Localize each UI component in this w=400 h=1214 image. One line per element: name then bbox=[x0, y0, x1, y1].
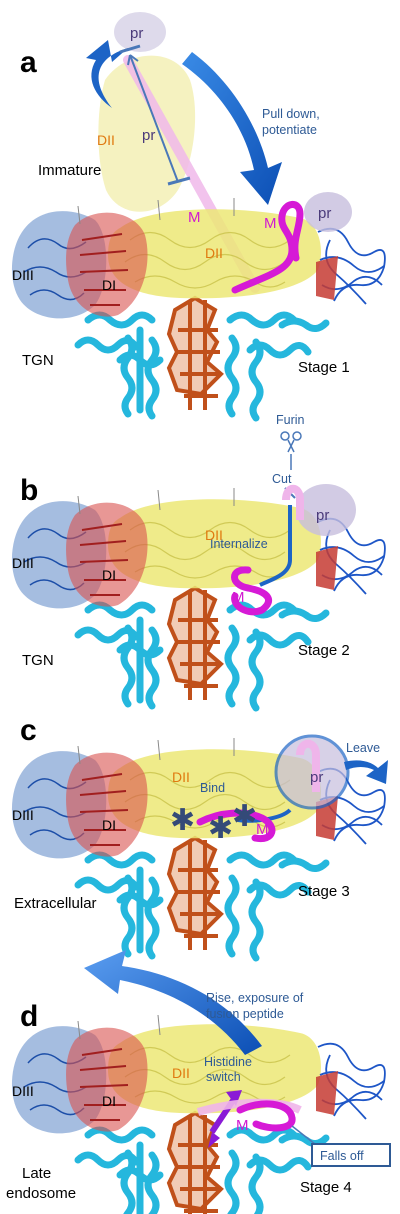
stage-label-a: Stage 1 bbox=[298, 359, 350, 376]
panel-letter-a: a bbox=[20, 46, 37, 79]
compartment-label-d1: Late bbox=[22, 1165, 51, 1182]
diii-label-d: DIII bbox=[12, 1083, 34, 1099]
leave-label: Leave bbox=[346, 741, 380, 755]
stage-label-d: Stage 4 bbox=[300, 1179, 352, 1196]
annotation-pull-down: Pull down, bbox=[262, 107, 320, 121]
pr-label-top: pr bbox=[130, 25, 143, 42]
dii-label: DII bbox=[205, 245, 223, 261]
falls-off-label: Falls off bbox=[320, 1149, 364, 1163]
rise-label-1: Rise, exposure of bbox=[206, 991, 304, 1005]
switch-label: switch bbox=[206, 1070, 241, 1084]
di-label-c: DI bbox=[102, 817, 116, 833]
m-label-right: M bbox=[264, 215, 277, 232]
panel-a: pr pr DII Immature Pull down, potentiate… bbox=[12, 12, 385, 418]
compartment-label-c: Extracellular bbox=[14, 895, 97, 912]
annotation-potentiate: potentiate bbox=[262, 123, 317, 137]
panel-b: pr Furin Cut M Internalize DII DIII DI b… bbox=[12, 413, 385, 708]
m-label-c: M bbox=[256, 821, 269, 838]
di-label-b: DI bbox=[102, 567, 116, 583]
bind-label: Bind bbox=[200, 781, 225, 795]
dii-label-top: DII bbox=[97, 132, 115, 148]
pr-label-right: pr bbox=[318, 205, 331, 222]
panel-c: pr Leave M ✱ ✱ ✱ Bind DII DIII DI c Extr… bbox=[12, 714, 388, 958]
falls-off-box bbox=[311, 1143, 391, 1167]
panel-letter-d: d bbox=[20, 1000, 38, 1033]
internalize-label: Internalize bbox=[210, 537, 268, 551]
dii-label-b: DII bbox=[205, 527, 223, 543]
panel-d: Rise, exposure of fusion peptide M Histi… bbox=[6, 950, 391, 1214]
stage-label-c: Stage 3 bbox=[298, 883, 350, 900]
m-label-b: M bbox=[232, 589, 245, 606]
compartment-label-a: TGN bbox=[22, 352, 54, 369]
star-icon: ✱ bbox=[232, 800, 257, 833]
pr-label-right-c: pr bbox=[310, 769, 323, 786]
histidine-label: Histidine bbox=[204, 1055, 252, 1069]
m-label-d: M bbox=[236, 1117, 249, 1134]
dii-label-d: DII bbox=[172, 1065, 190, 1081]
panel-letter-b: b bbox=[20, 474, 38, 507]
di-label-d: DI bbox=[102, 1093, 116, 1109]
panel-letter-c: c bbox=[20, 714, 37, 747]
di-label: DI bbox=[102, 277, 116, 293]
stage-label-b: Stage 2 bbox=[298, 642, 350, 659]
compartment-label-d2: endosome bbox=[6, 1185, 76, 1202]
pr-label-mid: pr bbox=[142, 127, 155, 144]
star-icon: ✱ bbox=[170, 804, 195, 837]
cut-label: Cut bbox=[272, 472, 292, 486]
furin-label: Furin bbox=[276, 413, 305, 427]
diii-label-b: DIII bbox=[12, 555, 34, 571]
pr-label-right-b: pr bbox=[316, 507, 329, 524]
dii-label-c: DII bbox=[172, 769, 190, 785]
m-label-left: M bbox=[188, 209, 201, 226]
diii-label: DIII bbox=[12, 267, 34, 283]
star-icon: ✱ bbox=[208, 812, 233, 845]
scissors-icon bbox=[280, 431, 302, 453]
rise-label-2: fusion peptide bbox=[206, 1007, 284, 1021]
diii-label-c: DIII bbox=[12, 807, 34, 823]
binding-star-icons: ✱ ✱ ✱ bbox=[170, 800, 257, 845]
compartment-label-b: TGN bbox=[22, 652, 54, 669]
immature-label: Immature bbox=[38, 162, 101, 179]
